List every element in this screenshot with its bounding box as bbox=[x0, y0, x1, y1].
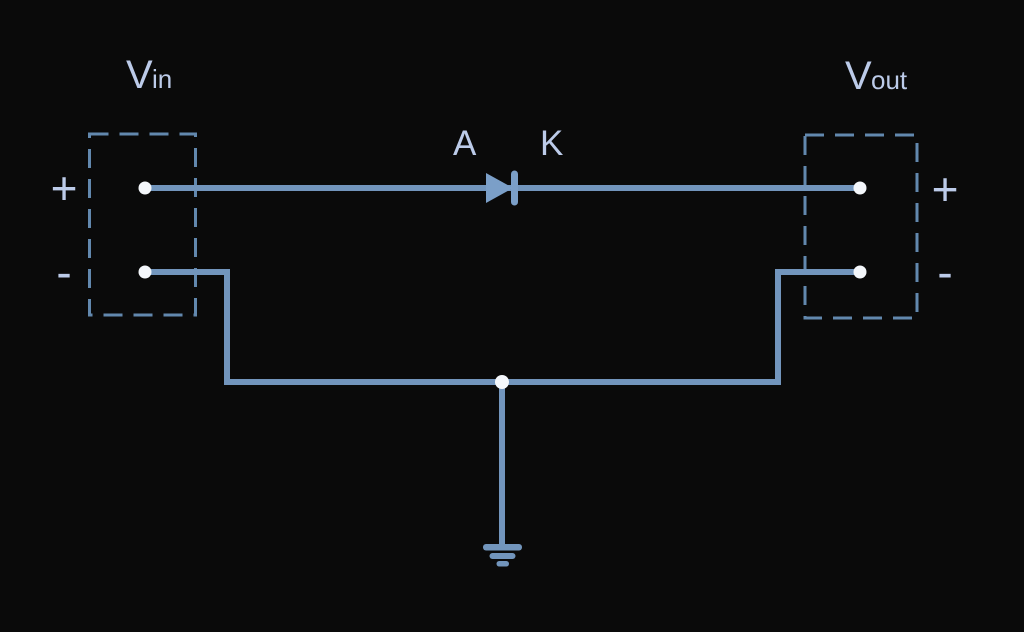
ground-bar-middle bbox=[489, 553, 516, 559]
ground-symbol-icon bbox=[483, 544, 522, 567]
vin-positive-terminal-dot bbox=[138, 181, 152, 195]
ground-bar-top bbox=[483, 544, 522, 551]
vin-negative-terminal-dot bbox=[138, 265, 152, 279]
vin-plus-sign: + bbox=[51, 162, 78, 214]
diode-symbol-icon bbox=[486, 170, 518, 206]
vout-negative-terminal-dot bbox=[853, 265, 867, 279]
vin-minus-sign: - bbox=[56, 246, 71, 298]
vout-label-subscript: out bbox=[871, 65, 908, 95]
vout-label: V out bbox=[845, 54, 908, 98]
ground-bar-bottom bbox=[496, 561, 509, 567]
diode-anode-triangle bbox=[486, 173, 513, 203]
anode-label: A bbox=[453, 124, 477, 163]
vout-label-main: V bbox=[845, 54, 872, 98]
vin-label-main: V bbox=[126, 53, 153, 97]
vout-plus-sign: + bbox=[932, 163, 959, 215]
vout-port-dashed-box bbox=[803, 133, 919, 320]
ground-junction-dot bbox=[495, 375, 509, 389]
vout-minus-sign: - bbox=[937, 246, 952, 298]
vin-label-subscript: in bbox=[152, 64, 172, 94]
vin-port-dashed-box bbox=[88, 132, 197, 317]
vout-positive-terminal-dot bbox=[853, 181, 867, 195]
vin-label: V in bbox=[126, 53, 172, 97]
diode-cathode-bar bbox=[511, 170, 518, 206]
cathode-label: K bbox=[540, 124, 563, 163]
